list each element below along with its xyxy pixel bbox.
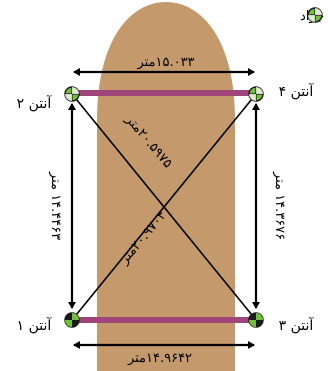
right-distance-label: ۱۴.۳۶۷۶ متر <box>272 171 287 240</box>
antenna-2-marker <box>64 86 80 102</box>
antenna-4-marker <box>248 86 264 102</box>
top-bar <box>72 90 258 96</box>
bottom-bar <box>72 317 258 323</box>
antenna-1-marker <box>64 312 80 328</box>
legend-antenna-icon <box>307 7 323 23</box>
top-distance-label: ۱۵.۰۳۳متر <box>136 55 194 70</box>
antenna-3-marker <box>248 312 264 328</box>
antenna-2-label: آنتن ۲ <box>17 94 53 112</box>
antenna-4-label: آنتن ۴ <box>279 82 315 100</box>
diagonal-1-4 <box>71 93 257 321</box>
bottom-distance-label: ۱۴.۹۶۴۲متر <box>127 351 192 366</box>
antenna-1-label: آنتن ۱ <box>17 316 53 334</box>
antenna-3-label: آنتن ۳ <box>279 316 315 334</box>
left-distance-label: ۱۴.۴۴۶۳ متر <box>48 171 63 240</box>
